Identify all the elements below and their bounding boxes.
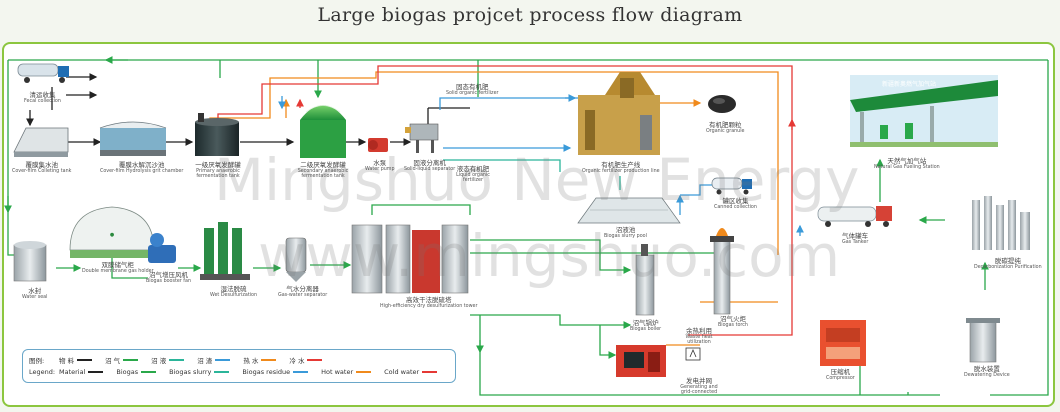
compressor-icon	[820, 320, 866, 366]
dewatering-icon	[966, 318, 1000, 363]
legend-item-hot-water-en: Hot water	[321, 368, 374, 376]
diagram-title: Large biogas projcet process flow diagra…	[317, 4, 743, 26]
gas-station-sign: 新疆新奥燃气加气站	[882, 81, 937, 88]
gas-station-icon	[850, 75, 998, 147]
dark-fermenter-icon	[195, 113, 239, 156]
blower-icon	[148, 233, 176, 263]
legend-row-en: Legend: Material Biogas Biogas slurry Bi…	[29, 367, 450, 377]
purification-tower-icon	[972, 196, 1030, 250]
tank-truck-icon	[711, 177, 752, 195]
granule-pile-icon	[708, 95, 736, 113]
material-lines	[26, 73, 470, 146]
green-dome-fermenter-icon	[300, 105, 346, 158]
legend: 图例: 物 料 沼 气 沼 液 沼 渣 热 水 冷 水 Legend: Mate…	[22, 349, 456, 383]
heat-exchanger-icon	[685, 347, 701, 361]
slurry-pool-icon	[577, 197, 681, 224]
factory-icon	[578, 72, 660, 155]
legend-item-material: 物 料	[59, 355, 95, 365]
boiler-icon	[635, 244, 655, 316]
legend-row-zh: 图例: 物 料 沼 气 沼 液 沼 渣 热 水 冷 水	[29, 355, 335, 365]
legend-item-biogas-slurry: 沼 液	[151, 355, 187, 365]
svg-text:●: ●	[110, 232, 115, 238]
legend-item-cold-water: 冷 水	[289, 355, 325, 365]
tanker-truck-icon	[17, 63, 69, 83]
hot-water-lines	[209, 71, 779, 346]
hydrolysis-tank-icon	[99, 121, 167, 156]
legend-item-biogas-residue-en: Biogas residue	[242, 368, 311, 376]
legend-item-cold-water-en: Cold water	[384, 368, 440, 376]
legend-head-zh: 图例:	[29, 357, 45, 365]
biogas-slurry-lines	[443, 159, 621, 190]
gas-holder-dome-icon: ●	[69, 206, 155, 258]
torch-icon	[710, 228, 734, 315]
water-seal-icon	[13, 241, 47, 282]
biogas-residue-lines	[278, 94, 804, 236]
cold-water-lines	[217, 65, 796, 336]
gas-tanker-icon	[817, 206, 892, 227]
legend-item-biogas-residue: 沼 渣	[197, 355, 233, 365]
dry-desulfurization-icon	[351, 224, 469, 294]
desulfurization-tower-icon	[200, 222, 250, 280]
legend-head-en: Legend:	[29, 368, 56, 376]
legend-item-biogas: 沼 气	[105, 355, 141, 365]
legend-item-biogas-slurry-en: Biogas slurry	[169, 368, 232, 376]
legend-item-material-en: Material	[59, 368, 106, 376]
separator-icon	[405, 123, 439, 153]
pump-icon	[368, 138, 388, 152]
legend-item-hot-water: 热 水	[243, 355, 279, 365]
legend-item-biogas-en: Biogas	[116, 368, 159, 376]
covered-tank-icon	[13, 127, 69, 157]
separator-vessel-icon	[285, 237, 307, 282]
generator-icon	[616, 345, 666, 377]
